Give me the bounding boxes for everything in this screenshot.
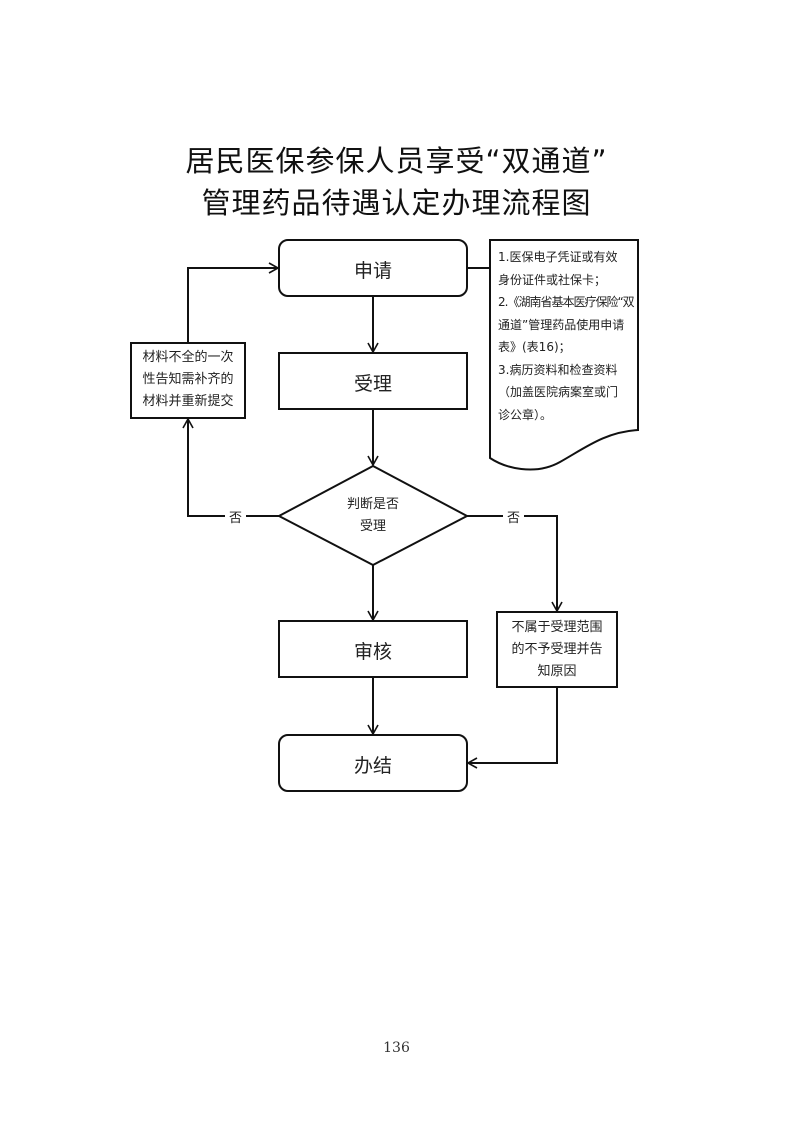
out-of-scope-line-1: 不属于受理范围 (511, 620, 603, 635)
apply-label: 申请 (353, 260, 392, 282)
documents-line: 3.病历资料和检查资料 (498, 362, 618, 377)
documents-line: 1.医保电子凭证或有效 (498, 250, 618, 264)
out-of-scope-line-2: 的不予受理并告 (511, 642, 603, 657)
incomplete-node (130, 342, 246, 419)
complete-label: 办结 (353, 755, 392, 777)
edge-label-no-right: 否 (503, 507, 525, 526)
review-label: 审核 (353, 641, 392, 663)
documents-line: （加盖医院病案室或门 (498, 385, 619, 399)
edge-decision-incomplete (182, 417, 279, 517)
edge-decision-out-of-scope (467, 515, 563, 613)
edge-out-of-scope-complete (466, 687, 558, 769)
accept-label: 受理 (353, 373, 392, 395)
decision-label-line-2: 受理 (359, 519, 386, 534)
edge-label-no-left: 否 (225, 507, 247, 526)
incomplete-line-1: 材料不全的一次 (142, 350, 234, 365)
title-line-1: 居民医保参保人员享受“双通道” (185, 144, 608, 178)
title-line-2: 管理药品待遇认定办理流程图 (201, 186, 592, 220)
page-number: 136 (383, 1040, 410, 1056)
documents-list: 1.医保电子凭证或有效 身份证件或社保卡； 2.《湖南省基本医疗保险“双 通道”… (498, 246, 635, 426)
decision-label-line-1: 判断是否 (346, 497, 399, 512)
out-of-scope-line-3: 知原因 (537, 664, 577, 679)
out-of-scope-node (496, 611, 618, 688)
incomplete-label: 材料不全的一次 性告知需补齐的 材料并重新提交 (131, 347, 245, 413)
documents-line: 诊公章）。 (498, 407, 553, 422)
out-of-scope-label: 不属于受理范围 的不予受理并告 知原因 (497, 617, 617, 683)
edge-incomplete-apply (187, 262, 280, 343)
documents-line: 身份证件或社保卡； (498, 272, 607, 287)
documents-node (489, 239, 639, 471)
incomplete-line-2: 性告知需补齐的 (142, 372, 234, 387)
documents-line: 通道”管理药品使用申请 (498, 317, 625, 332)
incomplete-line-3: 材料并重新提交 (142, 394, 234, 409)
documents-line: 2.《湖南省基本医疗保险“双 (498, 295, 635, 309)
decision-label: 判断是否 受理 (300, 494, 446, 538)
review-node (278, 620, 468, 678)
documents-line: 表》(表16)； (498, 340, 571, 354)
